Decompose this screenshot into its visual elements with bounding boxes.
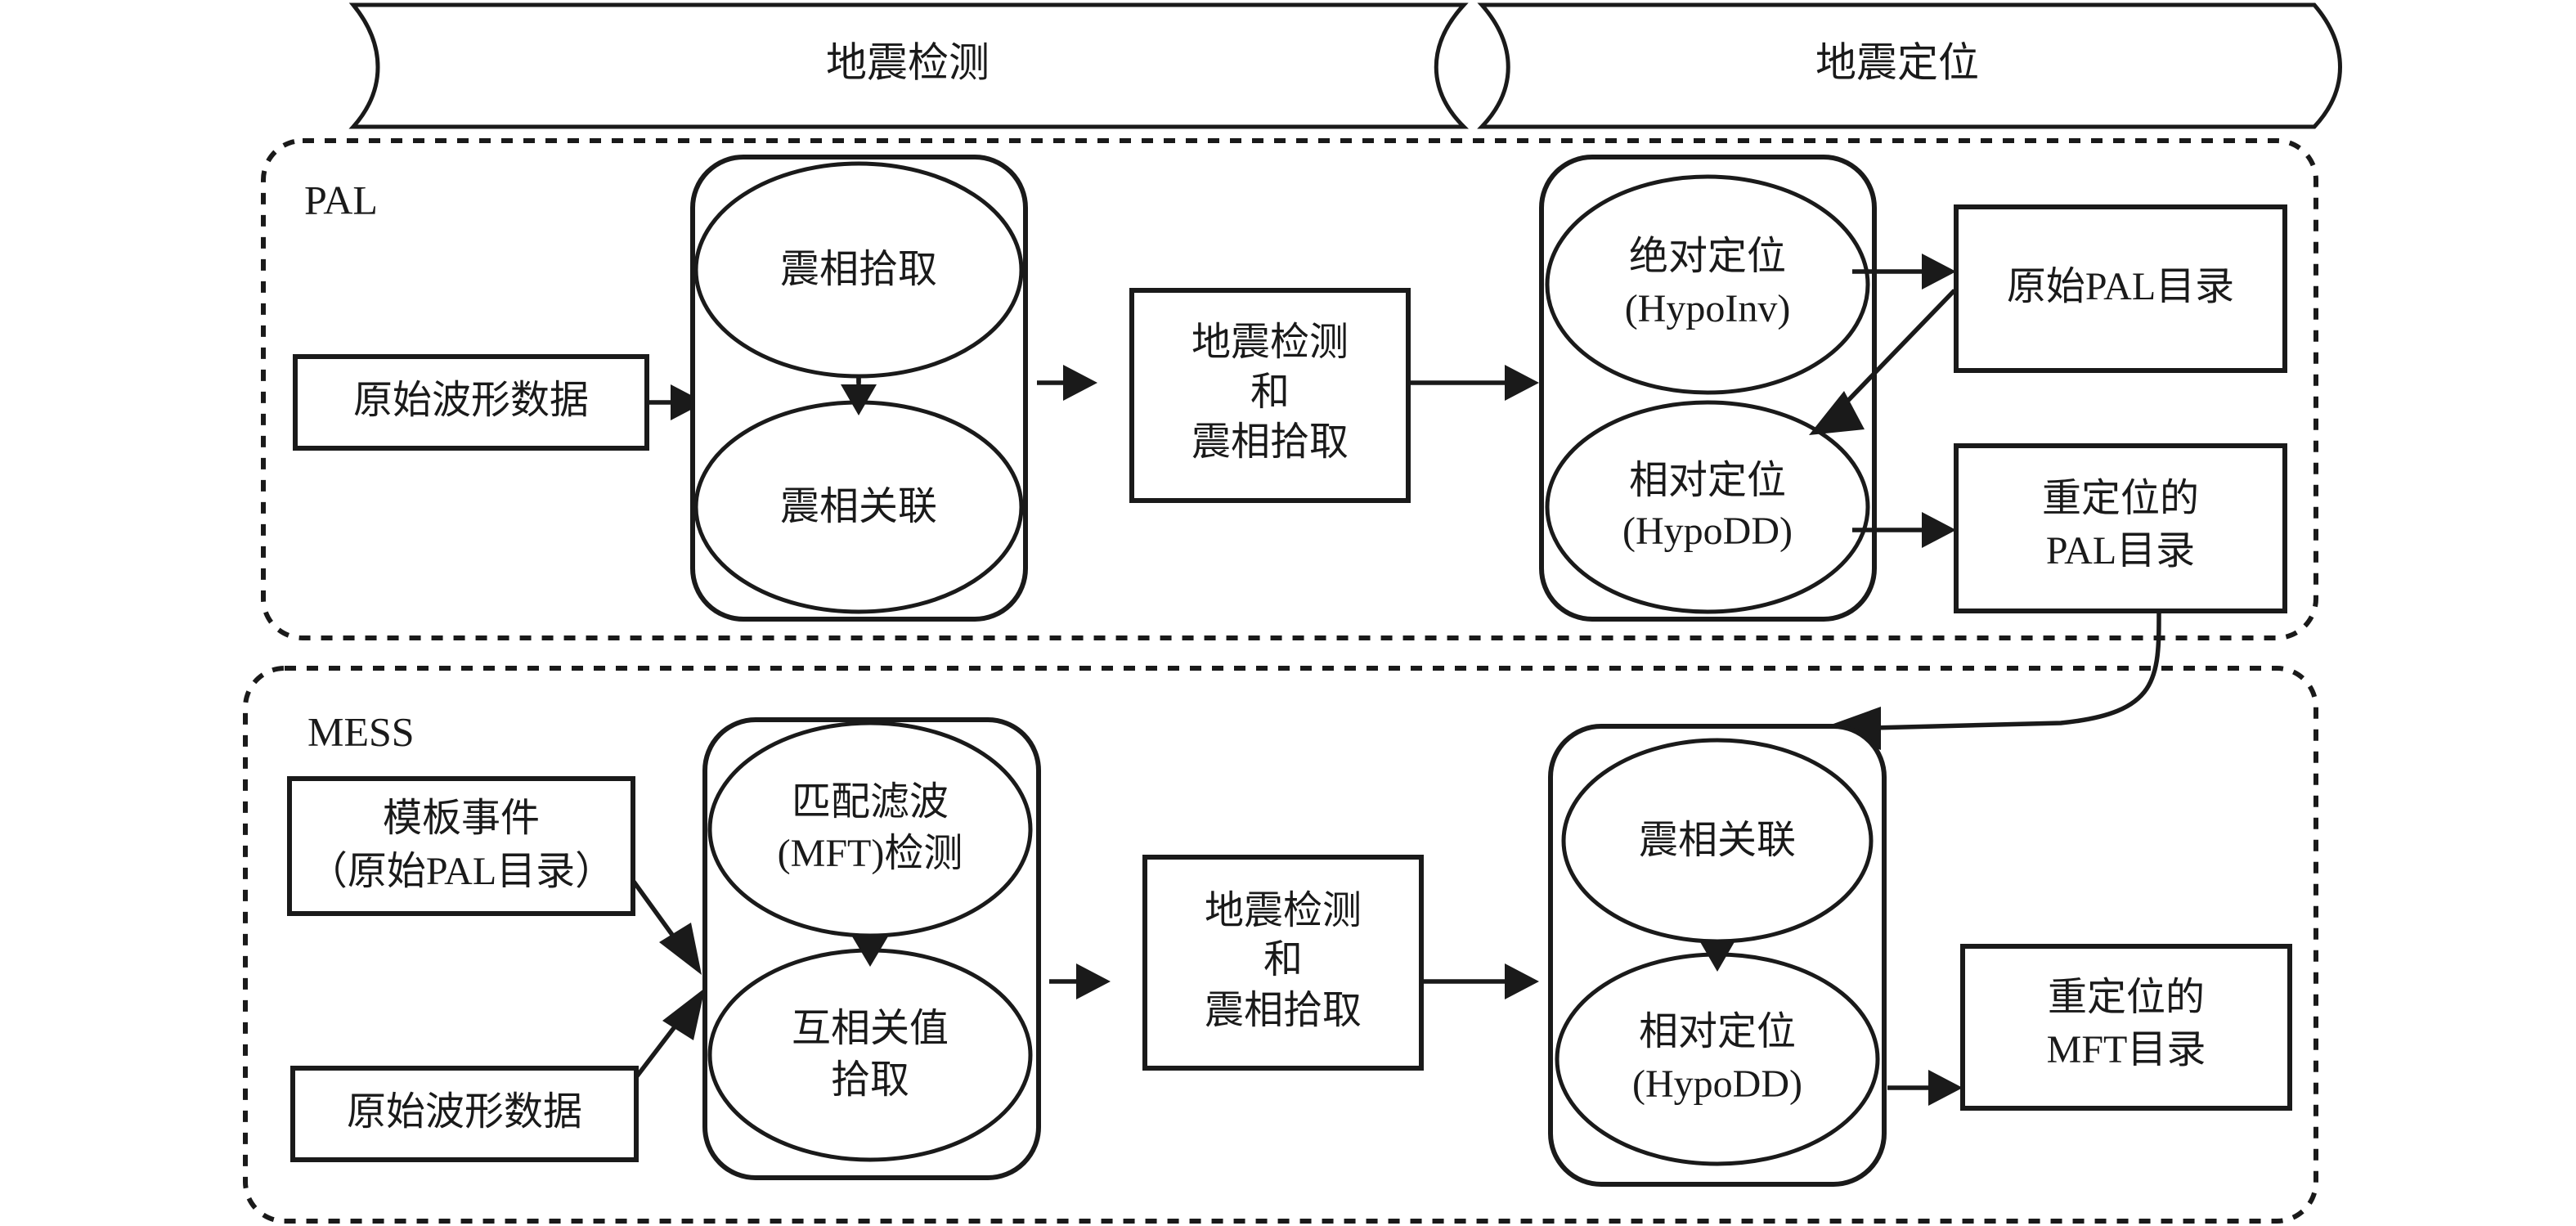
group-pal: PAL bbox=[261, 138, 2318, 640]
pal-rel-loc-ellipse bbox=[1545, 400, 1870, 614]
mess-raw-waveform-box: 原始波形数据 bbox=[290, 1066, 639, 1162]
arrow-mess-waveform-to-detect bbox=[634, 988, 705, 1079]
pal-detect-pick-rect bbox=[1129, 288, 1411, 503]
pal-reloc-catalog-line-1: 重定位的 bbox=[2042, 477, 2199, 520]
mess-detect-pick-line-1: 地震检测 bbox=[1205, 889, 1362, 932]
pal-raw-waveform-label: 原始波形数据 bbox=[353, 379, 589, 422]
pal-rel-loc-line-2: (HypoDD) bbox=[1622, 510, 1793, 553]
mess-template-events-line-1: 模板事件 bbox=[383, 797, 540, 840]
arrow-pal-rawcatalog-to-relloc bbox=[1809, 289, 1956, 435]
pal-raw-catalog-rect bbox=[1954, 204, 2287, 373]
mess-mft-detect-line-2: (MFT)检测 bbox=[778, 832, 963, 875]
arrow-pal-absloc-to-rawcatalog bbox=[1852, 254, 1956, 290]
mess-detect-pick-line-3: 震相拾取 bbox=[1205, 989, 1362, 1032]
mess-raw-waveform-label: 原始波形数据 bbox=[347, 1090, 582, 1134]
pal-abs-loc-line-2: (HypoInv) bbox=[1625, 287, 1791, 330]
mess-reloc-catalog-line-1: 重定位的 bbox=[2048, 976, 2205, 1019]
arrow-pal-input-to-detect bbox=[647, 384, 705, 420]
mess-reloc-catalog-box: 重定位的 MFT目录 bbox=[1960, 944, 2292, 1111]
pal-detection-cluster: 震相拾取 震相关联 bbox=[690, 155, 1028, 622]
pal-rel-loc-line-1: 相对定位 bbox=[1629, 459, 1786, 502]
pal-phase-assoc-label: 震相关联 bbox=[780, 485, 937, 528]
group-mess: MESS bbox=[243, 666, 2318, 1224]
pal-location-cluster: 绝对定位 (HypoInv) 相对定位 (HypoDD) bbox=[1539, 155, 1877, 622]
mess-rel-loc-line-2: (HypoDD) bbox=[1632, 1062, 1802, 1106]
mess-detect-pick-rect bbox=[1142, 855, 1424, 1071]
mess-rel-loc-line-1: 相对定位 bbox=[1639, 1010, 1796, 1053]
group-mess-border bbox=[243, 666, 2318, 1224]
arrow-mess-template-to-detect bbox=[631, 880, 702, 975]
pal-reloc-catalog-box: 重定位的 PAL目录 bbox=[1954, 443, 2287, 613]
pal-detect-pick-line-3: 震相拾取 bbox=[1192, 420, 1349, 464]
mess-template-events-rect bbox=[287, 776, 635, 916]
group-mess-label: MESS bbox=[307, 708, 415, 754]
pal-reloc-catalog-rect bbox=[1954, 443, 2287, 613]
mess-rel-loc-ellipse bbox=[1555, 952, 1880, 1166]
pal-reloc-catalog-line-2: PAL目录 bbox=[2046, 529, 2195, 573]
pal-detect-pick-line-2: 和 bbox=[1250, 370, 1290, 414]
pal-detect-pick-box: 地震检测 和 震相拾取 bbox=[1129, 288, 1411, 503]
arrow-pal-middle-to-loc bbox=[1408, 365, 1539, 401]
mess-phase-assoc-label: 震相关联 bbox=[1639, 819, 1796, 862]
arrow-mess-relloc-to-catalog bbox=[1887, 1070, 1963, 1106]
pal-detect-pick-line-1: 地震检测 bbox=[1192, 321, 1349, 364]
pal-phase-pick-label: 震相拾取 bbox=[780, 248, 937, 291]
arrow-pal-detect-to-middle bbox=[1037, 365, 1097, 401]
mess-detect-pick-line-2: 和 bbox=[1263, 938, 1303, 981]
mess-reloc-catalog-line-2: MFT目录 bbox=[2047, 1028, 2206, 1071]
mess-cc-pick-line-2: 拾取 bbox=[831, 1058, 909, 1102]
mess-mft-detect-ellipse bbox=[707, 721, 1033, 938]
mess-cc-pick-ellipse bbox=[707, 948, 1033, 1162]
mess-reloc-catalog-rect bbox=[1960, 944, 2292, 1111]
group-pal-label: PAL bbox=[304, 177, 378, 222]
pal-raw-waveform-box: 原始波形数据 bbox=[293, 354, 649, 451]
arrow-mess-detect-to-middle bbox=[1049, 963, 1111, 999]
arrow-pal-catalog-to-mess-location bbox=[1822, 610, 2161, 750]
arrow-mess-middle-to-loc bbox=[1421, 963, 1539, 999]
mess-detect-pick-box: 地震检测 和 震相拾取 bbox=[1142, 855, 1424, 1071]
arrow-mess-mft-to-ccpick bbox=[852, 936, 888, 967]
arrow-mess-assoc-to-relloc bbox=[1699, 941, 1735, 972]
banner-detection-label: 地震检测 bbox=[826, 39, 990, 85]
arrow-pal-pick-to-assoc bbox=[841, 375, 877, 415]
banner-detection: 地震检测 bbox=[348, 2, 1470, 129]
pal-abs-loc-ellipse bbox=[1545, 174, 1870, 395]
pal-abs-loc-line-1: 绝对定位 bbox=[1629, 235, 1786, 278]
banner-location-label: 地震定位 bbox=[1815, 39, 1979, 85]
mess-template-events-line-2: （原始PAL目录） bbox=[308, 850, 614, 893]
banner-location: 地震定位 bbox=[1477, 2, 2342, 129]
arrow-pal-relloc-to-reloccatalog bbox=[1852, 512, 1956, 548]
mess-raw-waveform-rect bbox=[290, 1066, 639, 1162]
pal-raw-catalog-label: 原始PAL目录 bbox=[2007, 265, 2234, 308]
pal-raw-catalog-box: 原始PAL目录 bbox=[1954, 204, 2287, 373]
mess-mft-detect-line-1: 匹配滤波 bbox=[792, 780, 949, 824]
mess-template-events-box: 模板事件 （原始PAL目录） bbox=[287, 776, 635, 916]
pal-raw-waveform-rect bbox=[293, 354, 649, 451]
mess-cc-pick-line-1: 互相关值 bbox=[792, 1007, 949, 1050]
